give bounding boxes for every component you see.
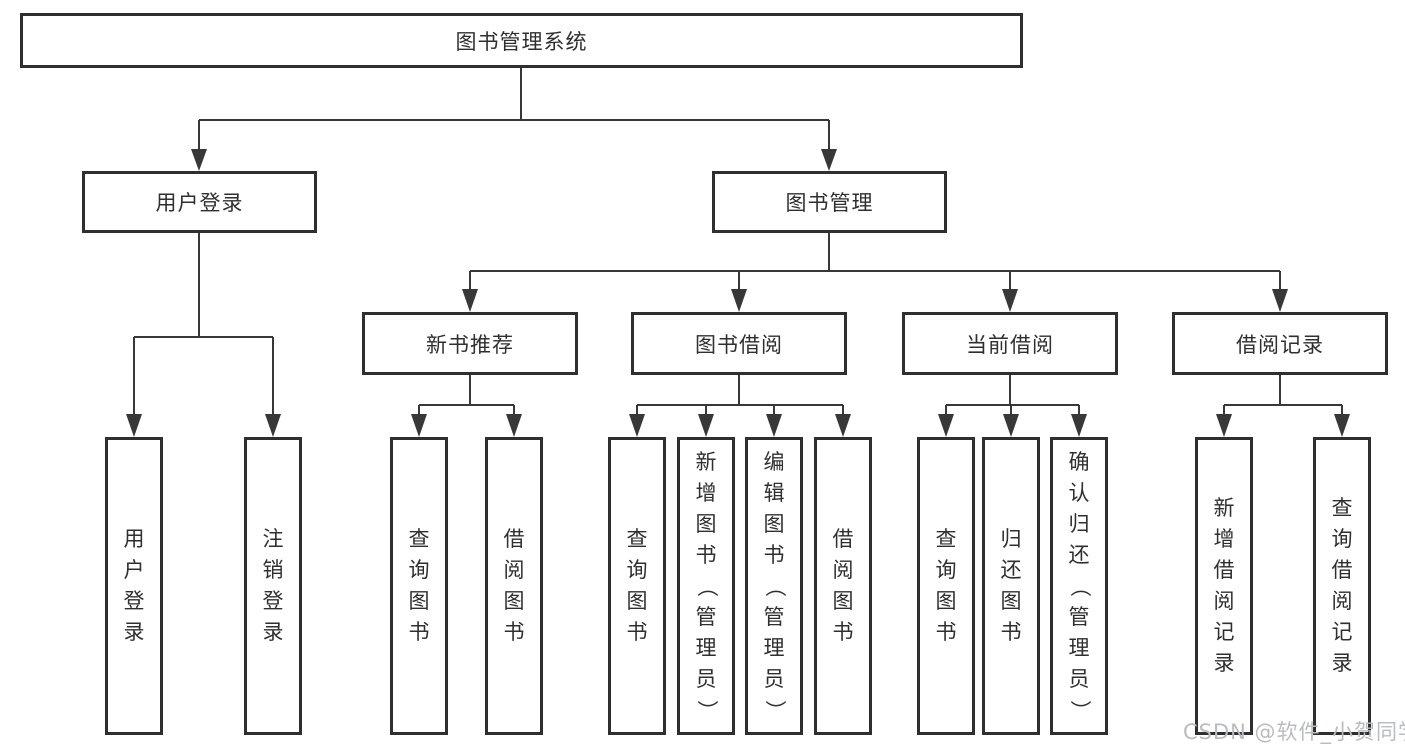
leaf-add-books-admin: 新增图书（管理员）: [677, 437, 735, 735]
leaf-logout: 注销登录: [244, 437, 302, 735]
node-book-borrow: 图书借阅: [631, 312, 847, 375]
leaf-edit-books-admin: 编辑图书（管理员）: [745, 437, 803, 735]
leaf-query-books-current: 查询图书: [917, 437, 975, 735]
leaf-query-borrow-record: 查询借阅记录: [1313, 437, 1371, 735]
leaf-borrow-books: 借阅图书: [814, 437, 872, 735]
leaf-confirm-return-admin: 确认归还（管理员）: [1050, 437, 1108, 735]
node-borrow-records: 借阅记录: [1172, 312, 1388, 375]
leaf-return-books: 归还图书: [982, 437, 1040, 735]
leaf-query-books-recommend: 查询图书: [390, 437, 448, 735]
leaf-add-borrow-record: 新增借阅记录: [1195, 437, 1253, 735]
node-user-login: 用户登录: [82, 171, 317, 233]
node-current-borrow: 当前借阅: [902, 312, 1118, 375]
node-new-book-recommend: 新书推荐: [362, 312, 578, 375]
leaf-borrow-books-recommend: 借阅图书: [485, 437, 543, 735]
node-book-management: 图书管理: [712, 171, 947, 233]
leaf-query-books-borrow: 查询图书: [608, 437, 666, 735]
leaf-user-login: 用户登录: [105, 437, 163, 735]
csdn-watermark: CSDN @软件_小贺同学: [1183, 720, 1405, 744]
node-root-library-management-system: 图书管理系统: [20, 13, 1023, 68]
